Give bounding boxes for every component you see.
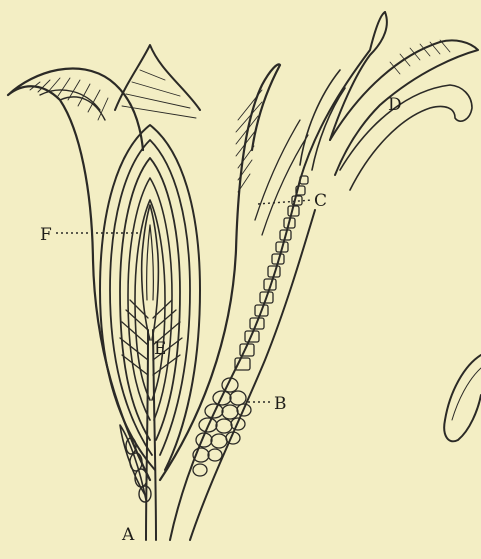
svg-text:B: B [274,394,287,414]
edge-leaf-fragment [444,355,481,441]
label-b: B [248,394,287,414]
svg-text:F: F [40,225,52,245]
label-e: E [154,339,166,359]
right-shoot-section [170,12,478,540]
label-d: D [388,95,402,115]
svg-text:C: C [314,191,327,211]
cell-cluster [193,378,251,476]
label-a: A [121,525,135,545]
svg-text:A: A [121,525,135,545]
left-flower-section [8,45,280,540]
svg-text:D: D [388,95,402,115]
svg-text:E: E [154,339,166,359]
